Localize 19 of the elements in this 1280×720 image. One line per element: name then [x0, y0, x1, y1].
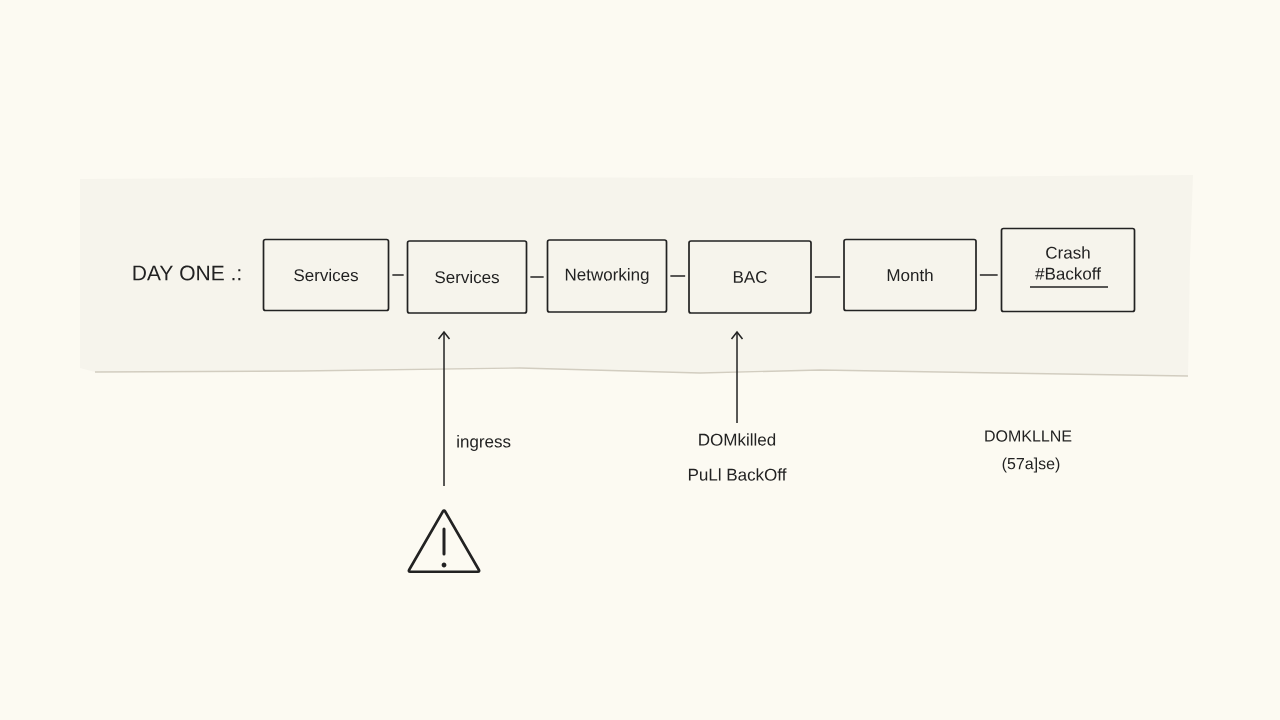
arrow [437, 330, 451, 487]
connector-line [979, 274, 999, 276]
process-box: Networking [546, 239, 668, 313]
warning-icon [407, 509, 481, 574]
status-text: (57a]se) [1002, 457, 1060, 473]
arrow [730, 330, 744, 424]
connector-line [814, 276, 841, 278]
edge-label: ingress [457, 435, 511, 451]
process-box: Services [262, 238, 390, 312]
process-box: BAC [688, 240, 812, 314]
connector-line [391, 274, 405, 276]
status-text: DOMkilled PuLl BackOff [688, 433, 787, 481]
process-box: Month [843, 238, 977, 312]
connector-line [669, 275, 686, 277]
connector-line [529, 276, 545, 278]
process-box: Crash #Backoff [1000, 227, 1136, 313]
status-text: DOMKLLNE [985, 430, 1072, 442]
row-label: DAY ONE .: [133, 265, 241, 281]
process-box: Services [406, 240, 528, 314]
